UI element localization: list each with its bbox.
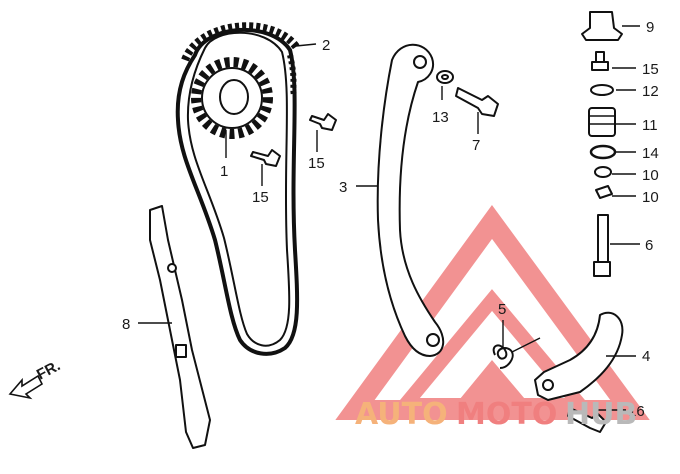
- label-part-16: 16: [628, 403, 645, 420]
- tensioner-arm: [376, 43, 445, 357]
- label-part-14: 14: [642, 145, 659, 162]
- bolts-15: [250, 113, 337, 167]
- label-part-3: 3: [339, 179, 347, 196]
- chain-guide: [149, 205, 211, 449]
- spring: [492, 337, 541, 369]
- label-part-7: 7: [472, 137, 480, 154]
- watermark-text: AUTO MOTO HUB: [355, 397, 637, 432]
- label-part-5: 5: [498, 301, 506, 318]
- tensioner-cap: [581, 11, 623, 41]
- label-part-10a: 10: [642, 167, 659, 184]
- o-ring: [589, 144, 617, 160]
- label-part-13: 13: [432, 109, 449, 126]
- spring-seat: [594, 166, 612, 178]
- watermark-text-auto: AUTO: [355, 397, 448, 432]
- label-part-15c: 15: [642, 61, 659, 78]
- label-part-15b: 15: [308, 155, 325, 172]
- push-rod: [593, 214, 611, 277]
- bolt-16: [567, 407, 607, 433]
- label-part-10b: 10: [642, 189, 659, 206]
- label-part-6: 6: [645, 237, 653, 254]
- label-part-15a: 15: [252, 189, 269, 206]
- label-part-12: 12: [642, 83, 659, 100]
- tensioner-body: [588, 107, 616, 137]
- tensioner-slipper: [534, 311, 624, 401]
- label-part-8: 8: [122, 316, 130, 333]
- label-part-2: 2: [322, 37, 330, 54]
- tensioner-bolt: [591, 51, 609, 71]
- label-part-11: 11: [642, 117, 658, 134]
- part-numbers: 1 2 3 4 5 6 7 8 9 10 10 11 12 13 14 15 1…: [122, 19, 659, 420]
- spring-guide: [595, 185, 613, 199]
- watermark-text-moto: MOTO: [456, 397, 557, 432]
- cam-chain: [175, 22, 301, 356]
- label-part-4: 4: [642, 348, 650, 365]
- cam-sprocket: [191, 57, 273, 139]
- watermark-text-hub: HUB: [565, 397, 637, 432]
- washer-12: [590, 84, 614, 96]
- pivot-bolt: [436, 70, 499, 117]
- leader-lines: [138, 25, 640, 411]
- label-part-9: 9: [646, 19, 654, 36]
- label-part-1: 1: [220, 163, 228, 180]
- front-direction-arrow-icon: [8, 374, 44, 400]
